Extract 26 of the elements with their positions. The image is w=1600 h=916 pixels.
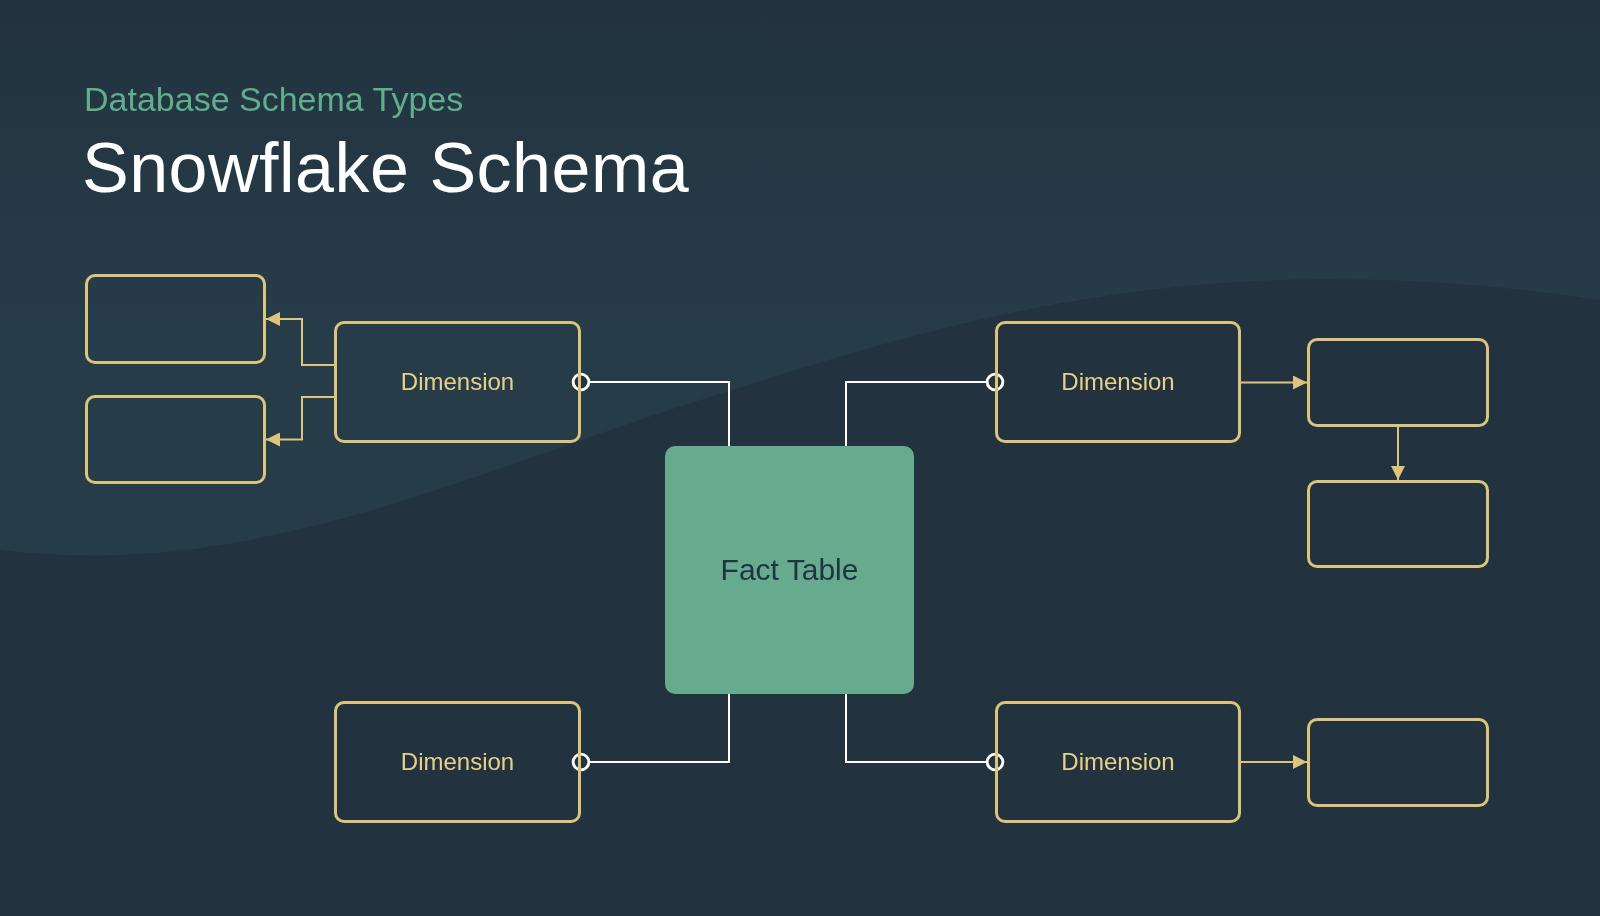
connector (571, 693, 730, 772)
node-label: Dimension (1061, 368, 1175, 396)
subtitle: Database Schema Types (84, 80, 464, 119)
connector (571, 372, 730, 447)
connector (265, 312, 335, 366)
node-label: Fact Table (720, 553, 859, 587)
node-label: Dimension (400, 748, 515, 776)
connector (1391, 426, 1405, 481)
dimension-box (1307, 338, 1489, 427)
connector (265, 396, 335, 447)
node-label: Dimension (400, 368, 515, 396)
dimension-box (995, 701, 1241, 823)
title: Snowflake Schema (82, 128, 690, 208)
dimension-box (334, 321, 581, 443)
node-label: Dimension (1061, 748, 1175, 776)
dimension-box (1307, 480, 1489, 568)
dimension-box (334, 701, 581, 823)
dimension-box (1307, 718, 1489, 807)
connector (1240, 375, 1308, 390)
connector (845, 372, 1005, 447)
dimension-box (995, 321, 1241, 443)
dimension-box (85, 274, 266, 364)
connector (1240, 755, 1308, 769)
dimension-box (85, 395, 266, 484)
connector (845, 693, 1005, 772)
fact-table-box (665, 446, 914, 694)
